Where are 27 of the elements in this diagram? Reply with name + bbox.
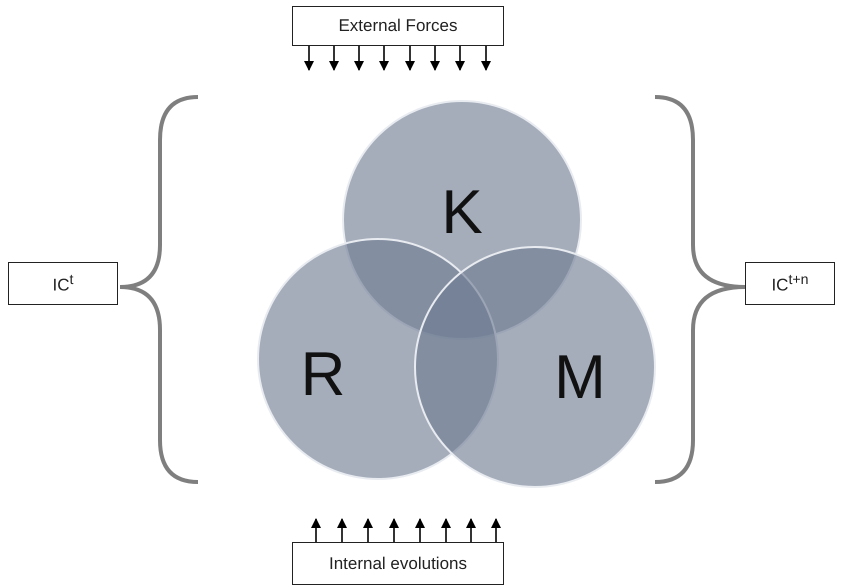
arrow	[430, 46, 440, 71]
arrow	[311, 518, 321, 542]
arrow	[354, 46, 364, 71]
arrow	[337, 518, 347, 542]
label-box	[745, 262, 835, 305]
arrow	[389, 518, 399, 542]
box-label: External Forces	[338, 16, 458, 36]
arrow	[466, 518, 476, 542]
arrow	[363, 518, 373, 542]
arrow	[415, 518, 425, 542]
box-label: IC$^{t+n}$	[771, 272, 809, 296]
arrow	[491, 518, 501, 542]
arrow	[455, 46, 465, 71]
circle-letter: K	[441, 176, 483, 248]
label-box	[292, 542, 504, 585]
label-box	[8, 262, 118, 305]
arrow	[481, 46, 491, 71]
circle-letter: R	[300, 338, 346, 410]
box-label: Internal evolutions	[329, 554, 467, 574]
arrow	[304, 46, 314, 71]
arrow	[329, 46, 339, 71]
arrow	[405, 46, 415, 71]
box-label: IC$^{t}$	[52, 272, 74, 296]
arrow	[441, 518, 451, 542]
arrow	[379, 46, 389, 71]
label-box	[292, 6, 504, 46]
circle-letter: M	[554, 342, 606, 412]
